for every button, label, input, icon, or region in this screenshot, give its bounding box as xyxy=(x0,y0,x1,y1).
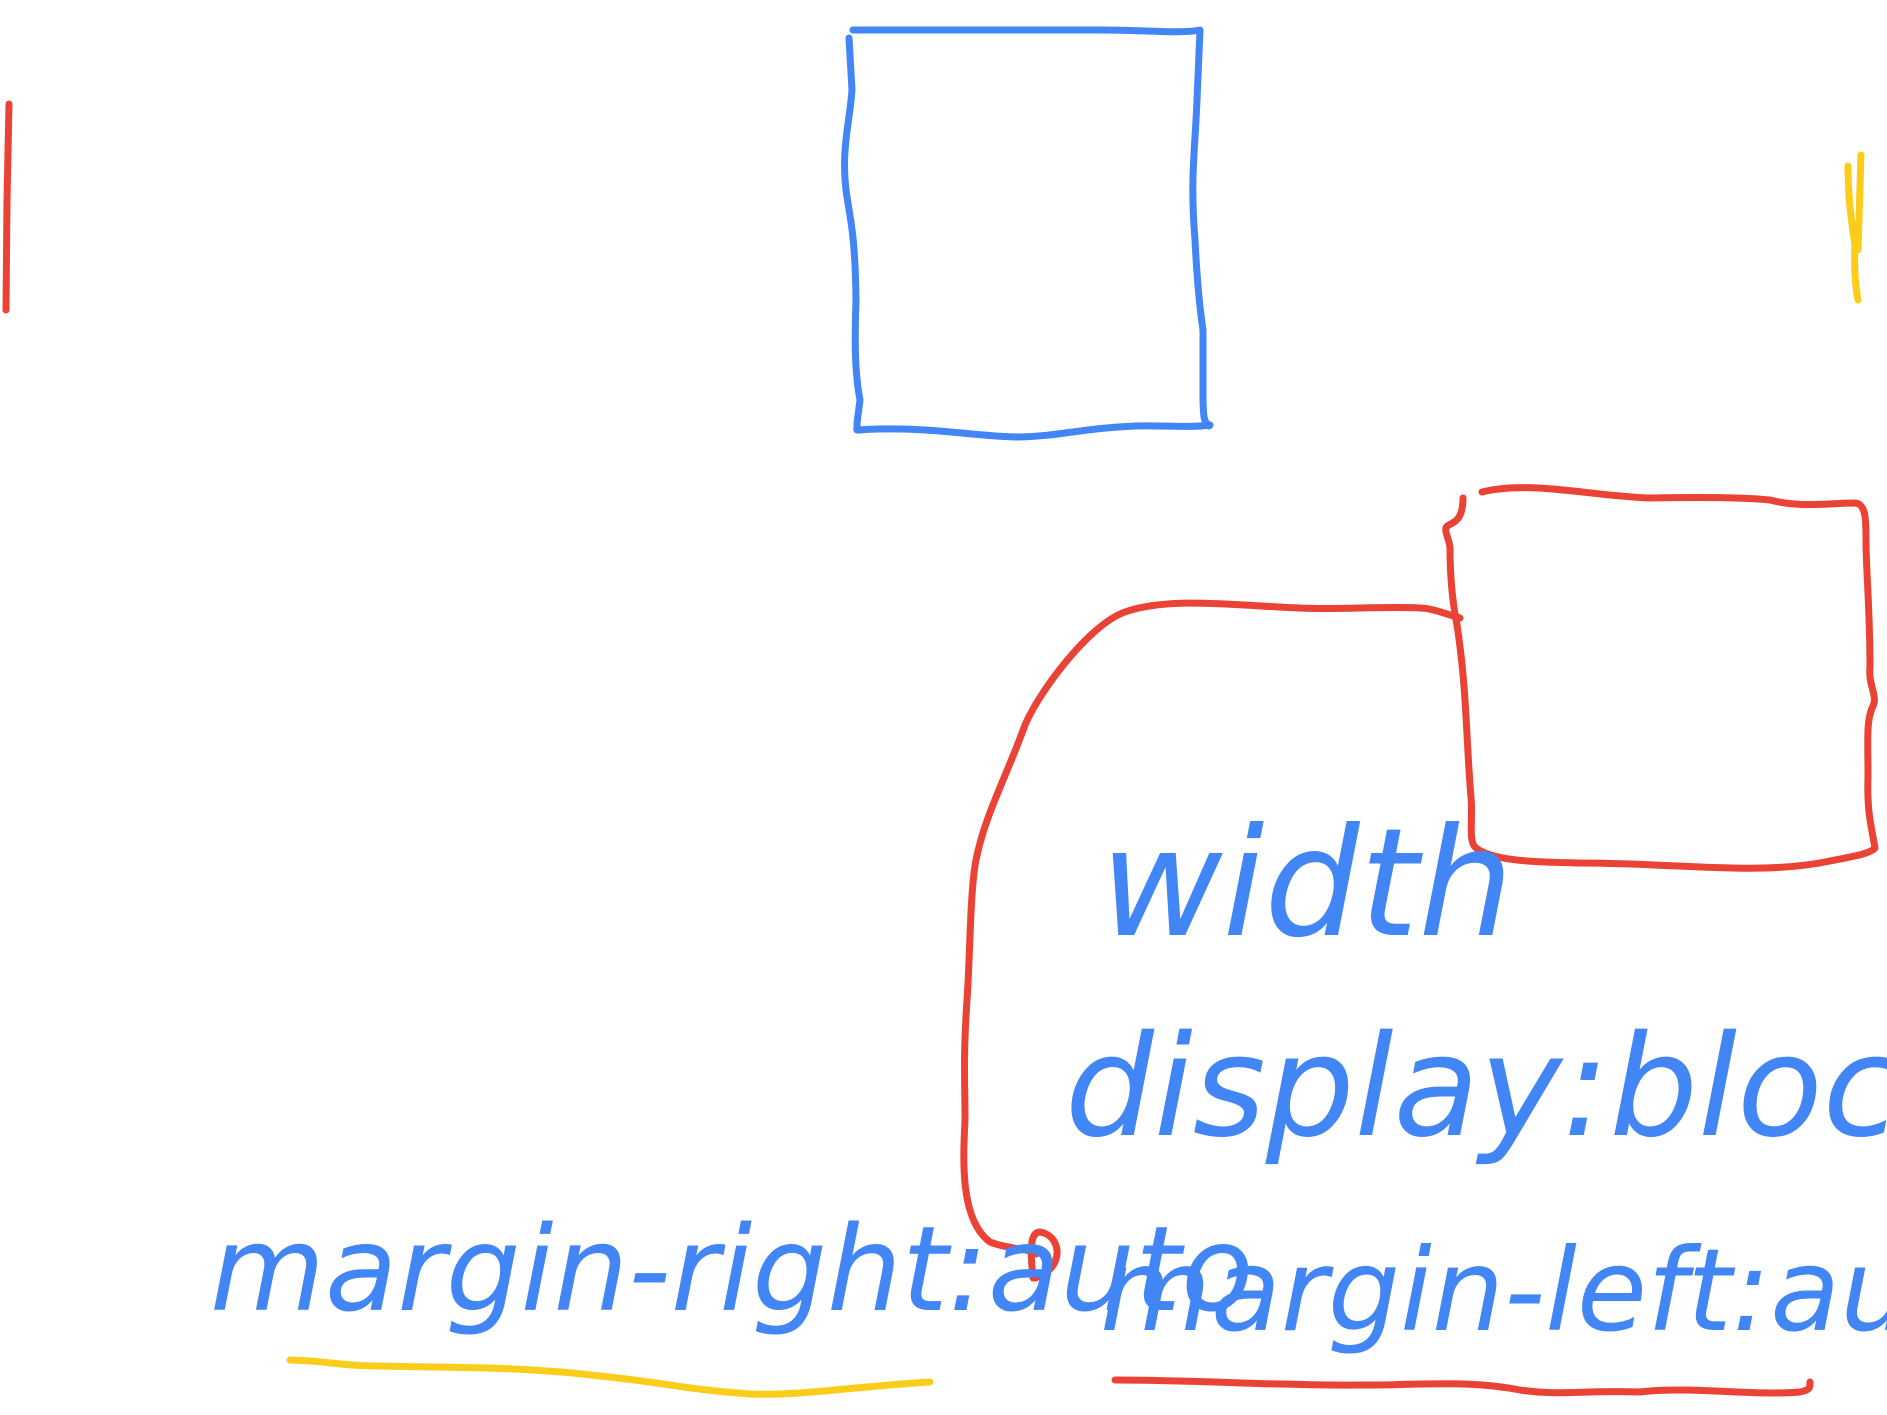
display-block-label: display:block xyxy=(1065,1006,1887,1169)
margin-right-label: margin-right:auto xyxy=(210,1200,1253,1338)
margin-left-label: margin-left:auto xyxy=(1100,1224,1887,1357)
margin-left-underline xyxy=(1111,1376,1814,1397)
margin-right-underline xyxy=(286,1356,934,1398)
left-edge-marker xyxy=(2,100,13,314)
right-aligned-block-box xyxy=(1442,484,1879,872)
connector-line xyxy=(960,599,1464,1282)
centered-block-box xyxy=(841,26,1214,441)
width-label: width xyxy=(1100,797,1513,971)
right-edge-marker xyxy=(1844,151,1865,304)
